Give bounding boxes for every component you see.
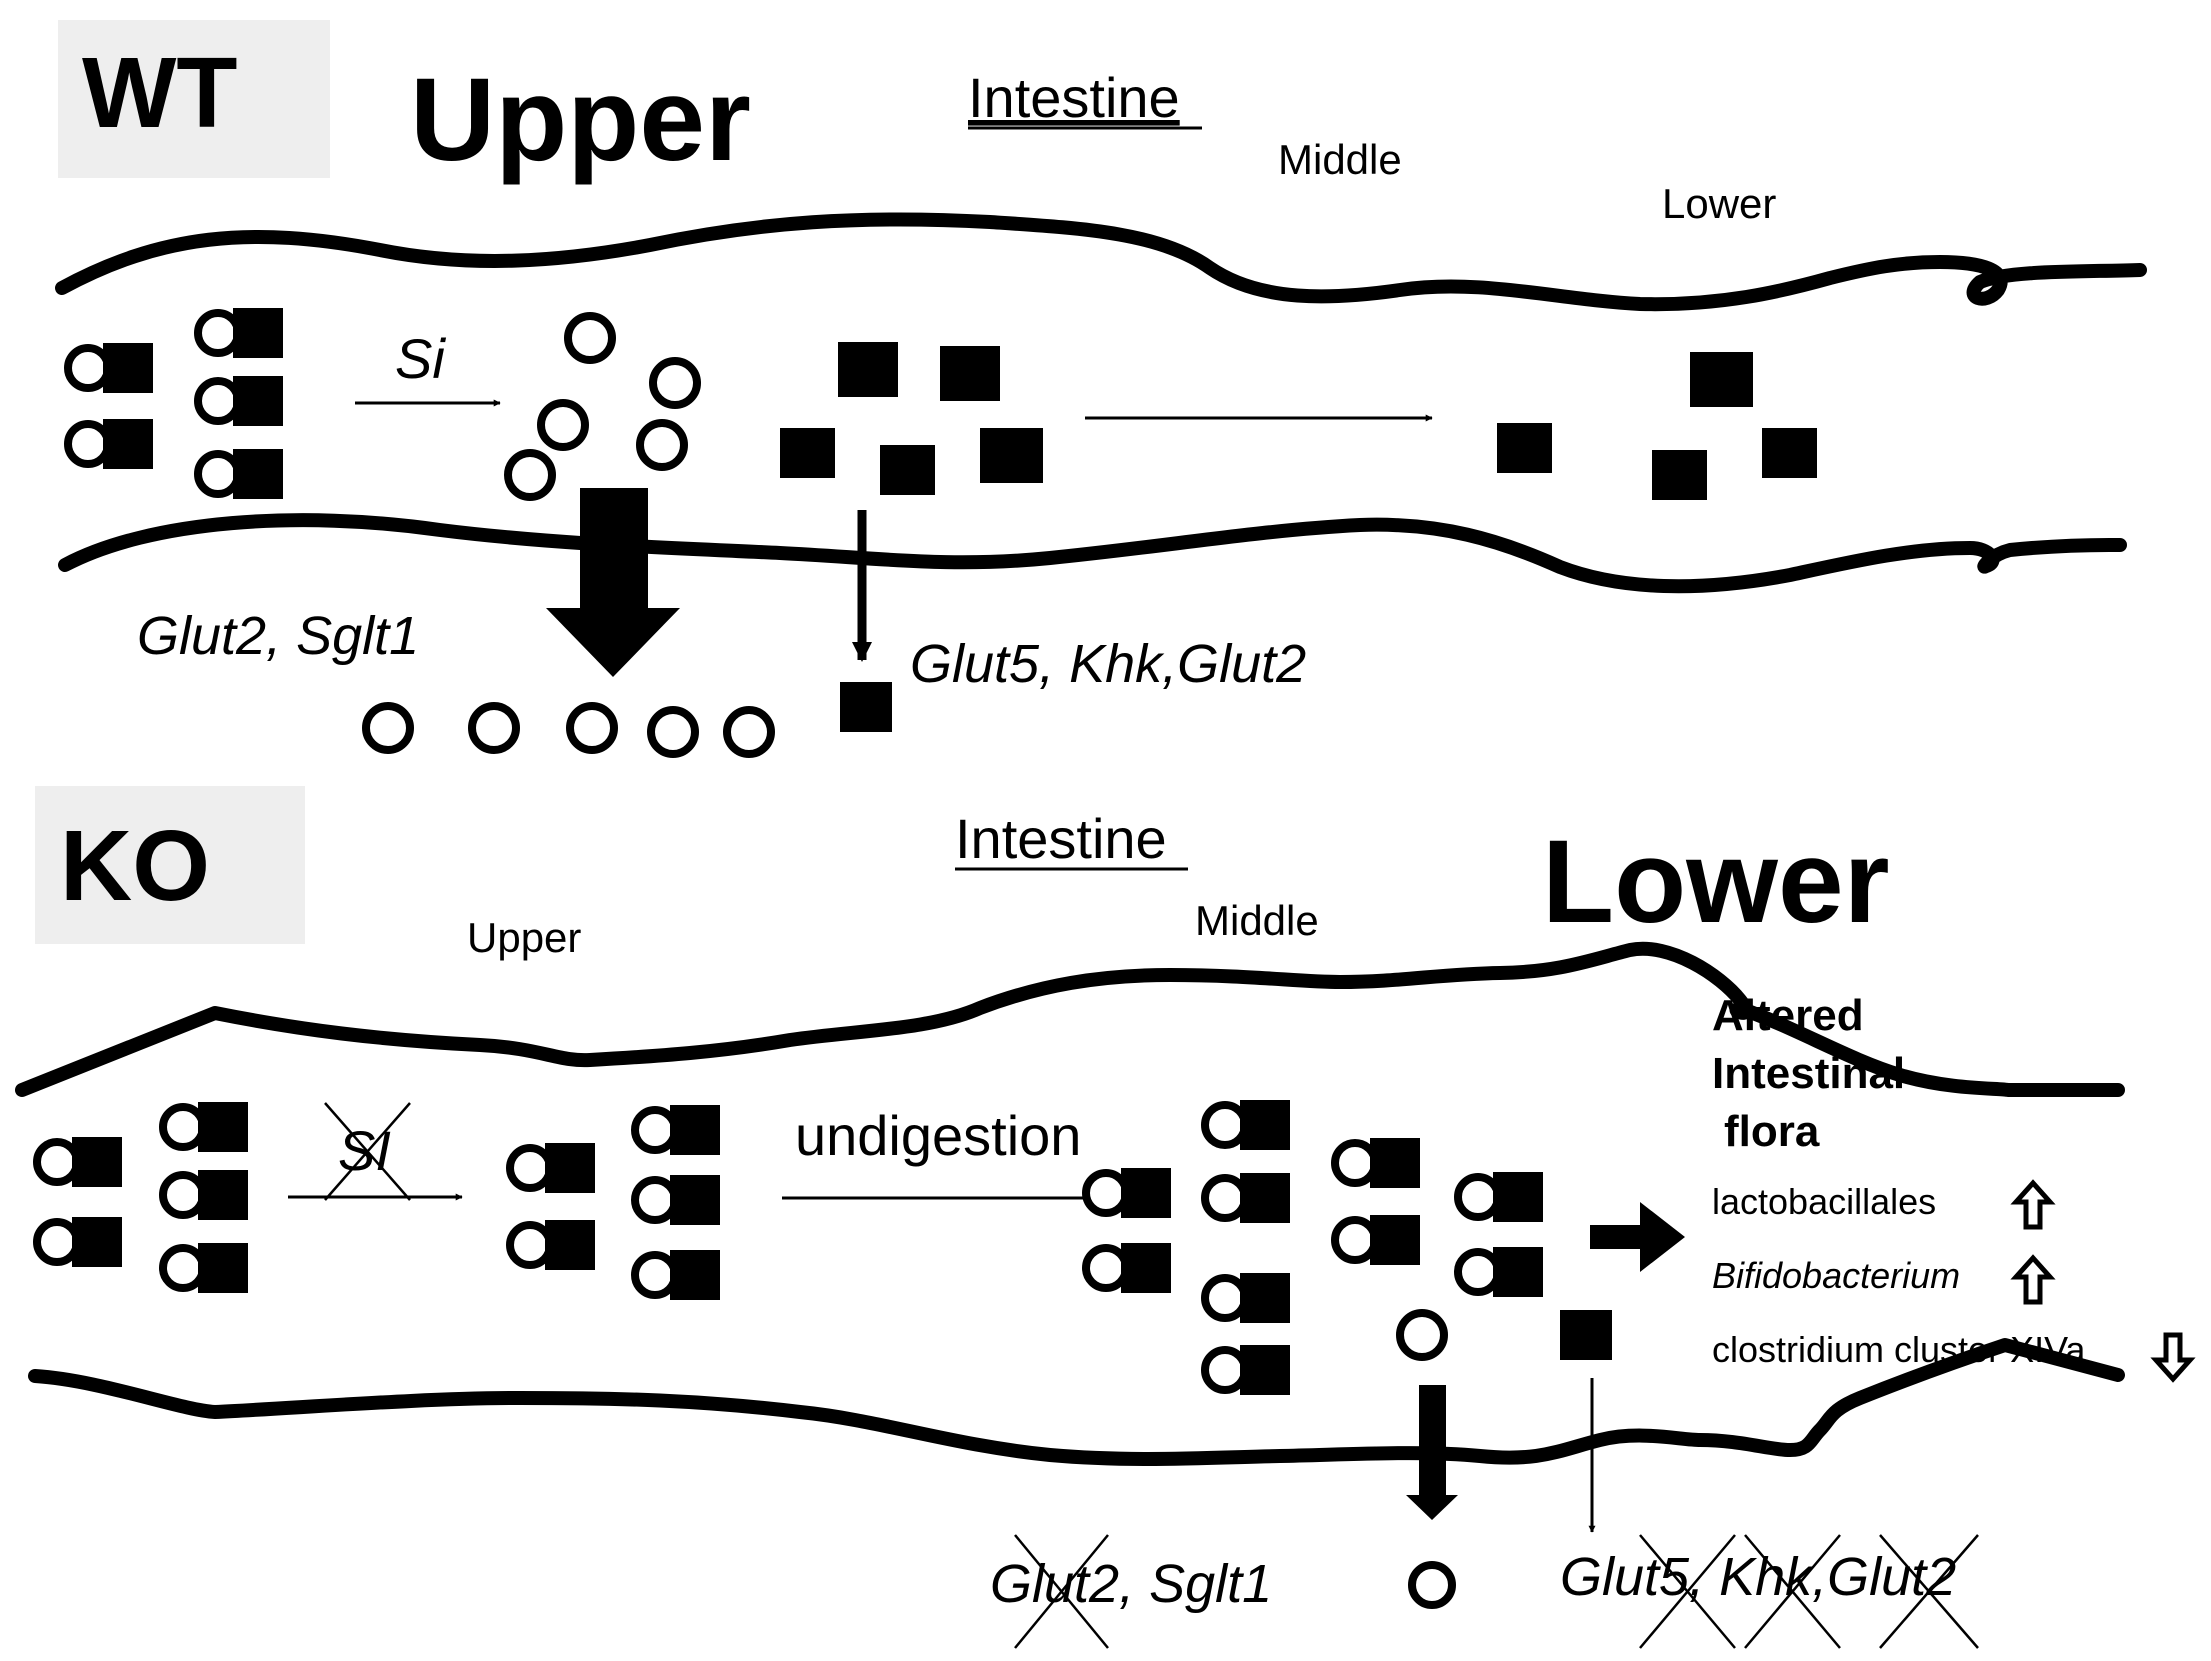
wt-absorbed-fructose: [840, 682, 892, 732]
ko-middle-label: Middle: [1195, 897, 1319, 944]
wt-absorbed-glucose: [723, 706, 775, 758]
wt-enzyme-label: Si: [395, 327, 446, 390]
wt-title: Upper: [410, 54, 751, 186]
ko-flora-title-3: flora: [1724, 1107, 1820, 1156]
wt-upper-wall: [55, 212, 2147, 312]
ko-sucrose: [635, 1105, 720, 1155]
wt-absorbed-glucose: [647, 706, 699, 758]
wt-fructose: [780, 428, 835, 478]
ko-glucose-transporters: Glut2, Sglt1: [990, 1554, 1272, 1614]
ko-flora-arrow: [1590, 1202, 1685, 1272]
wt-sucrose-3: [198, 308, 283, 358]
wt-absorbed-glucose: [362, 702, 414, 754]
wt-glucose-transporters: Glut2, Sglt1: [137, 606, 419, 666]
ko-glut2b-cross-icon: [1879, 1534, 1979, 1649]
wt-fructose: [880, 445, 935, 495]
wt-fructose: [1497, 423, 1552, 473]
wt-fructose: [940, 346, 1000, 401]
wt-glucose: [564, 312, 616, 364]
ko-sucrose: [1458, 1172, 1543, 1222]
ko-sucrose: [163, 1170, 248, 1220]
wt-fructose: [1652, 450, 1707, 500]
ko-flora-title-2: Intestinal: [1712, 1049, 1905, 1098]
ko-disaccharide-group-lower: [1086, 1100, 1543, 1395]
wt-absorbed-glucose-group: [362, 702, 775, 758]
ko-sucrose: [1335, 1138, 1420, 1188]
wt-sucrose-5: [198, 449, 283, 499]
ko-sucrose: [510, 1143, 595, 1193]
ko-sucrose: [163, 1102, 248, 1152]
ko-glut2-cross-icon: [1014, 1534, 1109, 1649]
ko-flora-item-lactobacillales: lactobacillales: [1712, 1181, 1936, 1222]
wt-sucrose-4: [198, 376, 283, 426]
ko-sucrose: [163, 1243, 248, 1293]
wt-fructose-transporters: Glut5, Khk,Glut2: [910, 634, 1306, 694]
ko-disaccharide-group-middle: [510, 1105, 720, 1300]
ko-flora-item-bifidobacterium: Bifidobacterium: [1712, 1255, 1960, 1296]
wt-tag-box: [58, 20, 330, 178]
wt-glucose: [504, 449, 556, 501]
wt-fructose: [980, 428, 1043, 483]
ko-glucose: [1396, 1309, 1448, 1361]
wt-glucose: [636, 419, 688, 471]
wt-sucrose-1: [68, 343, 153, 393]
ko-sucrose: [1205, 1173, 1290, 1223]
up-arrow-icon: [2016, 1258, 2050, 1302]
wt-fructose: [1690, 352, 1753, 407]
wt-panel: WT Upper Intestine Middle Lower Si: [55, 20, 2147, 758]
ko-upper-wall: [15, 941, 2125, 1097]
wt-glucose: [649, 357, 701, 409]
ko-sucrose: [1205, 1345, 1290, 1395]
ko-khk-cross-icon: [1744, 1534, 1841, 1649]
ko-undigestion-label: undigestion: [795, 1104, 1081, 1167]
ko-sucrose: [1086, 1168, 1171, 1218]
ko-flora-item-clostridium: clostridium cluster XIVa: [1712, 1329, 2086, 1370]
ko-sucrose: [1458, 1247, 1543, 1297]
wt-intestine-label: Intestine: [968, 66, 1180, 129]
wt-absorbed-glucose: [468, 702, 520, 754]
up-arrow-icon: [2016, 1183, 2050, 1227]
ko-absorbed-glucose: [1408, 1561, 1456, 1609]
wt-middle-label: Middle: [1278, 136, 1402, 183]
ko-sucrose: [1205, 1273, 1290, 1323]
ko-sucrose: [37, 1217, 122, 1267]
wt-tag: WT: [82, 37, 237, 149]
wt-lower-label: Lower: [1662, 180, 1776, 227]
ko-fructose-transporters: Glut5, Khk,Glut2: [1560, 1547, 1956, 1607]
ko-glucose-absorption-arrow: [1406, 1385, 1458, 1520]
ko-tag: KO: [60, 810, 210, 922]
ko-sucrose: [1086, 1243, 1171, 1293]
ko-sucrose: [37, 1137, 122, 1187]
wt-fructose: [1762, 428, 1817, 478]
ko-intestine-label: Intestine: [955, 807, 1167, 870]
ko-disaccharide-group-upper: [37, 1102, 248, 1293]
wt-lower-wall: [58, 513, 2127, 594]
ko-lower-wall: [28, 1338, 2125, 1466]
ko-title: Lower: [1542, 816, 1890, 948]
ko-enzyme-cross-icon: [324, 1102, 411, 1201]
wt-glucose: [537, 399, 589, 451]
wt-glucose-absorption-arrow: [546, 488, 680, 677]
ko-fructose: [1560, 1310, 1612, 1360]
ko-glut5-cross-icon: [1639, 1534, 1736, 1649]
wt-glucose-group: [504, 312, 701, 501]
ko-tag-box: [35, 786, 305, 944]
wt-absorbed-glucose: [566, 702, 618, 754]
wt-fructose: [838, 342, 898, 397]
ko-sucrose: [635, 1175, 720, 1225]
down-arrow-icon: [2156, 1335, 2190, 1379]
ko-sucrose: [635, 1250, 720, 1300]
ko-sucrose: [1205, 1100, 1290, 1150]
wt-sucrose-2: [68, 419, 153, 469]
wt-fructose-group: [780, 342, 1817, 500]
ko-flora-title-1: Altered: [1712, 991, 1864, 1040]
wt-disaccharide-group: [68, 308, 283, 499]
ko-sucrose: [1335, 1215, 1420, 1265]
ko-upper-label: Upper: [467, 914, 581, 961]
ko-panel: KO Lower Intestine Upper Middle SI: [15, 786, 2190, 1649]
ko-sucrose: [510, 1220, 595, 1270]
